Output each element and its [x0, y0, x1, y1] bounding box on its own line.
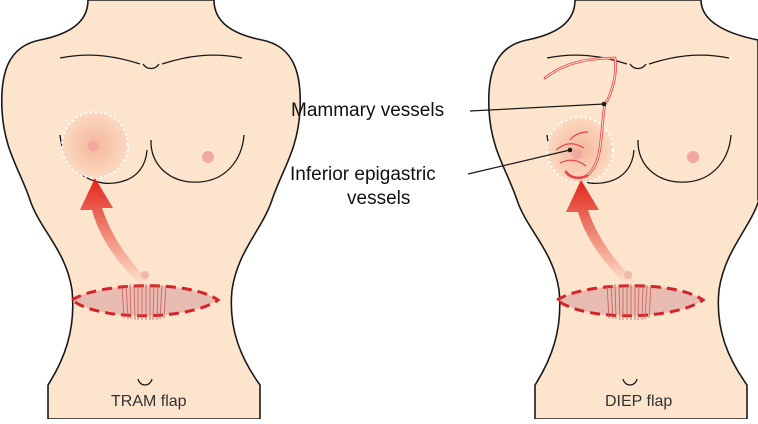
epigastric-leader-dot — [568, 148, 573, 153]
epigastric-vessels-label-line2: vessels — [347, 187, 410, 211]
diep-flap-caption: DIEP flap — [605, 393, 672, 411]
tram-torso-outline — [2, 0, 300, 419]
tram-flap-caption: TRAM flap — [111, 393, 187, 411]
epigastric-vessels-label-line1: Inferior epigastric — [290, 163, 436, 187]
diep-torso-figure — [489, 0, 758, 419]
tram-nipple-left — [88, 141, 99, 152]
tram-navel — [141, 271, 149, 279]
tram-nipple-right — [202, 151, 214, 163]
tram-torso-figure — [2, 0, 300, 419]
diep-navel — [624, 271, 632, 279]
diep-nipple-left — [572, 149, 583, 160]
mammary-leader-dot — [602, 102, 607, 107]
diep-nipple-right — [687, 151, 699, 163]
mammary-vessels-label: Mammary vessels — [291, 99, 444, 123]
